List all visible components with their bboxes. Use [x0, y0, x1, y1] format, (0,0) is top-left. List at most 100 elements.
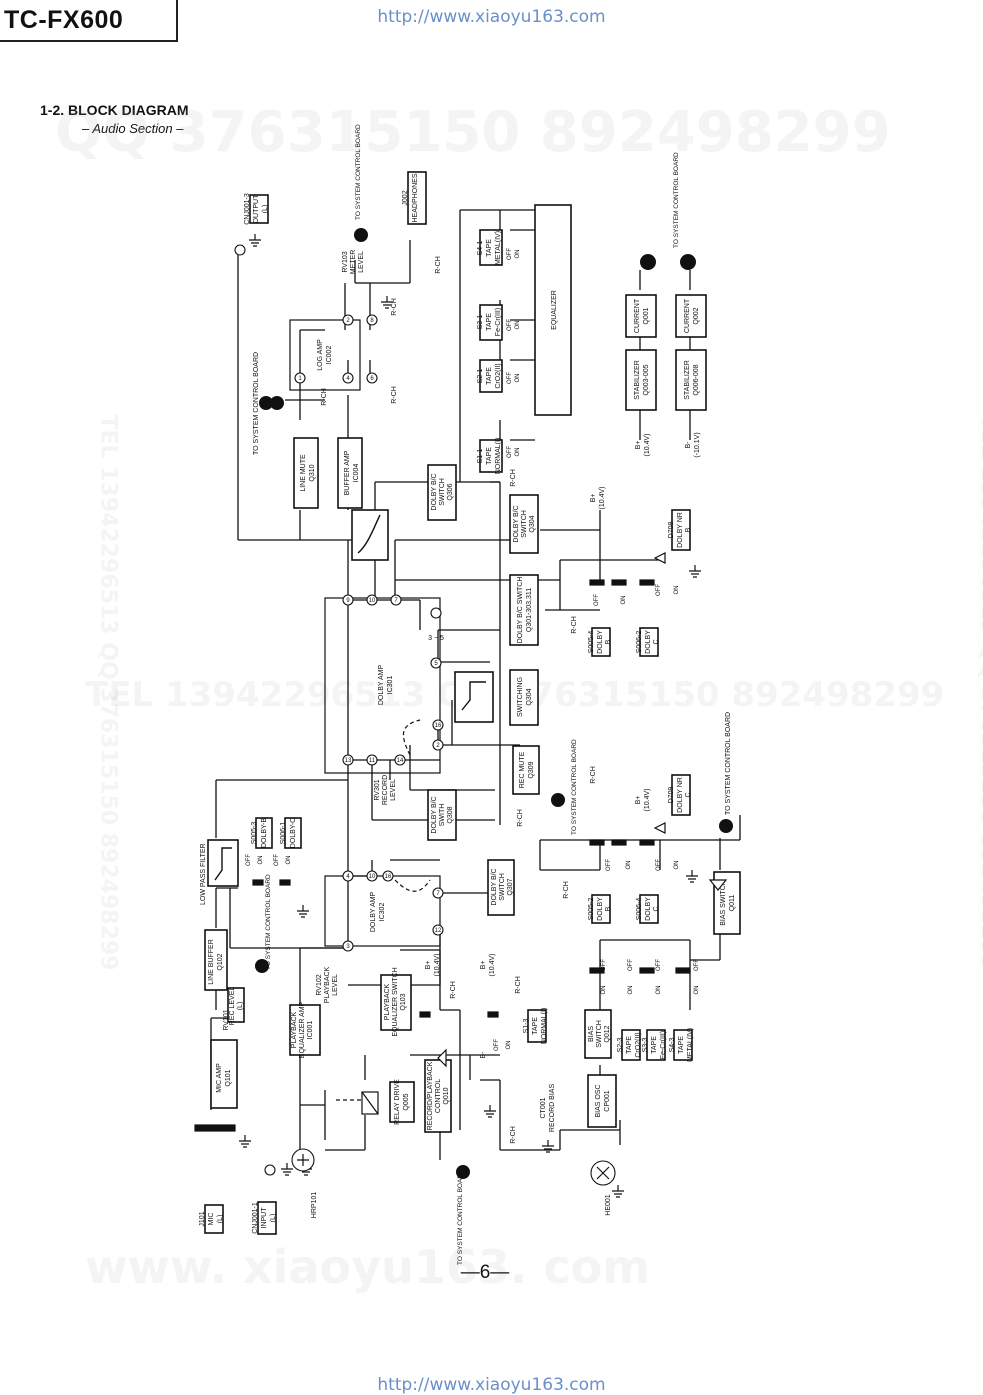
label-s4-1-type: METAL(IV) — [495, 231, 502, 265]
block-rec-level — [227, 987, 245, 1023]
label-s1-1-type: NORMAL(I) — [495, 438, 502, 475]
label-bias-osc-ref: CP001 — [604, 1090, 611, 1112]
block-tape-s4-3 — [673, 1029, 693, 1061]
label-bias-switch-q012-2: SWITCH — [596, 1020, 603, 1048]
block-rec-mute — [512, 745, 540, 795]
label-s3-3-tape: TAPE — [651, 1036, 658, 1054]
label-bminus-1-v: (-10.1V) — [694, 432, 701, 457]
label-bminus-1: B- — [685, 441, 692, 449]
label-he001: HE001 — [605, 1194, 612, 1216]
label-q308-2: SWITH — [439, 804, 446, 827]
block-tape-s2-1 — [479, 359, 503, 393]
label-rch-8: R-CH — [517, 809, 524, 827]
head-symbols — [297, 1154, 610, 1180]
label-q307-3: Q307 — [507, 878, 514, 895]
pin-ic302-10: 10 — [369, 874, 376, 880]
label-dolby-ic302: DOLBY AMP — [370, 892, 377, 933]
pin-ic002-6: 6 — [370, 376, 374, 382]
label-to-scb-6: TO SYSTEM CONTROL BOARD — [265, 874, 272, 970]
label-d708-mode: B — [685, 527, 692, 532]
section-subtitle: – Audio Section – — [82, 121, 184, 136]
label-s005-2-mode: B — [605, 906, 612, 911]
label-rv103: RV103 — [342, 251, 349, 272]
label-cnj001-3-side: (L) — [262, 205, 269, 214]
block-dolby-bc-q306 — [427, 464, 457, 521]
label-q304-2: SWITCH — [521, 510, 528, 538]
label-pb-eq-sw-2: EQUALIZER SWITCH — [392, 967, 399, 1036]
diode-symbols — [437, 552, 728, 1068]
label-current-2: CURRENT — [684, 298, 691, 333]
label-cnj001-1-side: (L) — [270, 1214, 277, 1223]
url-bottom[interactable]: http://www.xiaoyu163.com — [377, 1375, 606, 1395]
block-dolby-c-s006-4 — [639, 894, 659, 924]
block-dolby-b-s005-4 — [591, 627, 611, 657]
label-on-11: ON — [506, 1041, 512, 1050]
label-on-5: ON — [621, 596, 627, 605]
label-q301-2: Q301-303,311 — [526, 588, 533, 632]
label-q306-2: SWITCH — [439, 478, 446, 506]
label-log-amp-ref: IC002 — [326, 346, 333, 365]
label-on-1: ON — [515, 250, 521, 259]
label-cnj001-1-input: INPUT — [261, 1207, 268, 1229]
pin-ic302-3: 3 — [346, 944, 350, 950]
label-s005-4-dolby: DOLBY — [597, 630, 604, 654]
marker-16: 16 — [356, 230, 366, 240]
label-s4-3-type: METAL(IV) — [687, 1028, 694, 1062]
label-d709-nr: DOLBY NR — [677, 777, 684, 813]
label-line-mute-ref: Q310 — [309, 464, 316, 481]
pin-ic002-1: 1 — [298, 376, 302, 382]
label-current-2-ref: Q002 — [693, 307, 700, 324]
label-on-13: ON — [628, 986, 634, 995]
pin-ic302-16: 16 — [385, 874, 392, 880]
label-mic-amp-ref: Q101 — [225, 1069, 232, 1086]
label-s1-3-tape: TAPE — [532, 1017, 539, 1035]
label-s2-3-tape: TAPE — [626, 1036, 633, 1054]
label-to-scb-2: TO SYSTEM CONTROL BOARD — [355, 124, 362, 220]
block-bias-switch-q012 — [584, 1009, 612, 1059]
label-d709: D709 — [668, 787, 675, 804]
label-bplus-4-v: (10.4V) — [489, 954, 496, 977]
label-q301-1: DOLBY B/C SWITCH — [517, 577, 524, 644]
block-stabilizer-2 — [675, 349, 707, 411]
label-q304-1: DOLBY B/C — [513, 505, 520, 542]
block-tape-s3-1 — [479, 304, 503, 341]
pin-ic301-9: 9 — [346, 598, 350, 604]
block-cnj001-1 — [257, 1201, 277, 1235]
watermark-qq: QQ 376315150 892498299 — [55, 100, 891, 165]
label-bias-switch-q012-3: Q012 — [604, 1025, 611, 1042]
label-low-pass: LOW PASS FILTER — [200, 843, 207, 905]
block-switching — [509, 669, 539, 726]
label-s1-3: S1-3 — [523, 1019, 530, 1034]
label-current-1: CURRENT — [634, 298, 641, 333]
label-d708: D708 — [668, 522, 675, 539]
label-stabilizer-2-ref: Q006-008 — [693, 364, 700, 395]
label-bplus-3-v: (10.4V) — [434, 954, 441, 977]
label-dolby-ic302-ref: IC302 — [379, 903, 386, 922]
ref-markers — [255, 228, 733, 1179]
label-rv301-rec: RECORD — [382, 775, 389, 805]
label-hrp101: HRP101 — [311, 1192, 318, 1219]
block-mic-amp — [210, 1039, 238, 1109]
label-on-14: ON — [656, 986, 662, 995]
ref-marker-numbers: 1 2 3 5 4 7 9 12 16 — [257, 230, 729, 1177]
label-rv102-pb: PLAYBACK — [324, 966, 331, 1003]
label-buffer-amp-ref: IC004 — [353, 464, 360, 483]
label-j101-mic: MIC — [208, 1213, 215, 1226]
block-relay-drive — [389, 1081, 415, 1123]
pin-ic002-8: 8 — [370, 318, 374, 324]
label-s005-2-dolby: DOLBY — [597, 897, 604, 921]
block-tape-s1-1 — [479, 439, 503, 473]
label-off-8: OFF — [656, 859, 662, 871]
label-pb-eq-sw-3: Q103 — [400, 993, 407, 1010]
label-s006-4: S006-4 — [636, 898, 643, 921]
relay-symbol — [361, 1091, 379, 1115]
model-tab: TC-FX600 — [0, 0, 178, 42]
url-top[interactable]: http://www.xiaoyu163.com — [377, 7, 606, 27]
pin-ic301-7: 7 — [394, 598, 398, 604]
label-off-10: OFF — [274, 854, 280, 866]
label-rch-3: R-CH — [391, 386, 398, 404]
label-rv102-level: LEVEL — [332, 974, 339, 996]
label-s005-3: S005-3 — [251, 822, 258, 845]
block-bias-osc — [587, 1074, 617, 1128]
block-dolby-bc-q304 — [509, 494, 539, 554]
